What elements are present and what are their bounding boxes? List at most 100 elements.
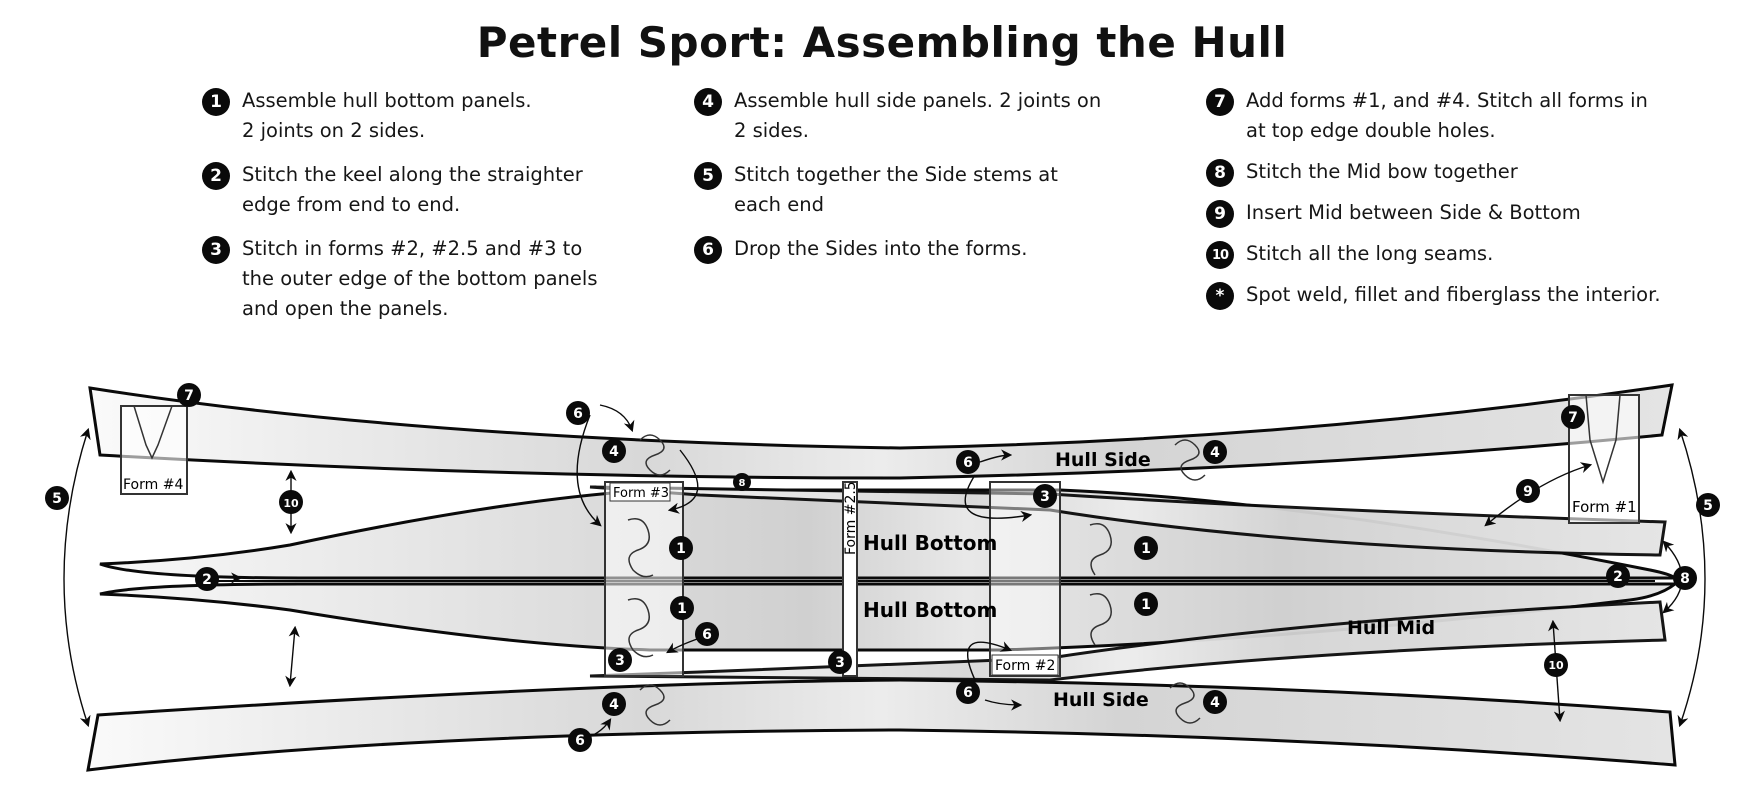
- svg-text:10: 10: [1548, 659, 1564, 672]
- hull-side-bottom-label: Hull Side: [1053, 689, 1149, 711]
- form-4-notch: [133, 405, 173, 460]
- hull-bottom-upper-label: Hull Bottom: [863, 531, 997, 555]
- callout-1-a: 1: [669, 536, 693, 560]
- joint-side-right-top: [1174, 439, 1206, 481]
- arrow-5-right: [1677, 427, 1706, 728]
- callout-4-a: 4: [602, 439, 626, 463]
- arrow-4-to-form: [667, 449, 699, 514]
- svg-text:2: 2: [202, 572, 212, 588]
- step-text: Stitch the Mid bow together: [1246, 160, 1518, 183]
- joint-side-left-top: [639, 434, 671, 476]
- callout-5-left: 5: [45, 486, 69, 510]
- step-7: 7 Add forms #1, and #4. Stitch all forms…: [1206, 86, 1746, 146]
- svg-text:6: 6: [702, 627, 712, 643]
- svg-text:4: 4: [1210, 445, 1220, 461]
- joint-side-left-bottom: [639, 684, 671, 726]
- callout-5-right: 5: [1696, 493, 1720, 517]
- step-marker: 4: [694, 88, 722, 116]
- arrow-6-upper-right-loop: [964, 474, 1033, 522]
- callout-9: 9: [1516, 479, 1540, 503]
- arrow-unlabeled-left: [285, 625, 300, 688]
- hull-mid-upper-panel: [589, 485, 1667, 557]
- arrow-6-upper-left: [576, 414, 602, 527]
- step-3: 3 Stitch in forms #2, #2.5 and #3 to the…: [202, 234, 622, 324]
- steps-column-2: 4 Assemble hull side panels. 2 joints on…: [694, 86, 1134, 278]
- callout-1-b: 1: [670, 596, 694, 620]
- callout-4-d: 4: [1203, 690, 1227, 714]
- step-text: Insert Mid between Side & Bottom: [1246, 201, 1581, 224]
- callout-2-right: 2: [1606, 564, 1630, 588]
- asterisk-icon: *: [1206, 282, 1234, 310]
- svg-text:9: 9: [1523, 484, 1533, 500]
- step-5: 5 Stitch together the Side stems at each…: [694, 160, 1134, 220]
- form-1-label: Form #1: [1572, 498, 1637, 516]
- step-marker: 1: [202, 88, 230, 116]
- svg-text:3: 3: [835, 655, 845, 671]
- svg-text:8: 8: [1680, 571, 1690, 587]
- form-4: [120, 405, 188, 495]
- steps-column-1: 1 Assemble hull bottom panels. 2 joints …: [202, 86, 622, 338]
- svg-text:6: 6: [963, 455, 973, 471]
- step-marker: 5: [694, 162, 722, 190]
- svg-text:5: 5: [52, 491, 62, 507]
- svg-text:3: 3: [1040, 489, 1050, 505]
- hull-side-bottom-panel: [86, 678, 1677, 772]
- step-text: Drop the Sides into the forms.: [734, 237, 1028, 260]
- arrow-6-bottom-right: [984, 699, 1023, 711]
- form-2-label: Form #2: [995, 658, 1055, 674]
- hull-bottom-lower-label: Hull Bottom: [863, 598, 997, 622]
- callouts: 7 7 5 5 10 10 2 2 8 8 9 6 6 6 6 6 4 4 4 …: [45, 383, 1720, 752]
- step-10: 10 Stitch all the long seams.: [1206, 239, 1746, 269]
- step-1: 1 Assemble hull bottom panels. 2 joints …: [202, 86, 622, 146]
- arrow-6-lower-right-loop: [966, 641, 1013, 681]
- form-3-label-box: [609, 482, 671, 502]
- callout-3-a: 3: [1033, 484, 1057, 508]
- step-8: 8 Stitch the Mid bow together: [1206, 157, 1746, 187]
- step-text: Assemble hull bottom panels. 2 joints on…: [242, 89, 532, 142]
- callout-8-top: 8: [733, 473, 751, 491]
- step-marker: 9: [1206, 200, 1234, 228]
- callout-7-left: 7: [177, 383, 201, 407]
- svg-text:10: 10: [283, 497, 299, 510]
- step-marker: 10: [1206, 241, 1234, 269]
- callout-10-left: 10: [279, 490, 303, 514]
- hull-side-top-label: Hull Side: [1055, 449, 1151, 471]
- hull-mid-label: Hull Mid: [1347, 617, 1435, 639]
- step-text: Stitch together the Side stems at each e…: [734, 163, 1058, 216]
- svg-text:8: 8: [739, 478, 746, 489]
- step-marker: 6: [694, 236, 722, 264]
- joint-bottom-right-lower: [1089, 593, 1112, 646]
- diagram-title: Petrel Sport: Assembling the Hull: [476, 18, 1288, 67]
- step-2: 2 Stitch the keel along the straighter e…: [202, 160, 622, 220]
- step-marker: 3: [202, 236, 230, 264]
- callout-4-c: 4: [602, 692, 626, 716]
- step-text: Assemble hull side panels. 2 joints on 2…: [734, 89, 1102, 142]
- callout-6-c: 6: [695, 622, 719, 646]
- form-3: [604, 481, 684, 677]
- callout-1-c: 1: [1134, 536, 1158, 560]
- callout-7-right: 7: [1561, 405, 1585, 429]
- svg-text:1: 1: [1141, 541, 1151, 557]
- svg-text:1: 1: [676, 541, 686, 557]
- svg-text:6: 6: [573, 406, 583, 422]
- form-2-5-label: Form #2.5: [843, 481, 859, 555]
- svg-text:4: 4: [1210, 695, 1220, 711]
- step-marker: 7: [1206, 88, 1234, 116]
- joint-bottom-right-upper: [1089, 523, 1112, 576]
- arrow-6-upper-right: [979, 449, 1013, 463]
- step-6: 6 Drop the Sides into the forms.: [694, 234, 1134, 264]
- svg-text:5: 5: [1703, 498, 1713, 514]
- form-2-label-box: [991, 654, 1059, 676]
- callout-2-left: 2: [195, 567, 219, 591]
- joint-bottom-left-upper: [627, 518, 654, 578]
- svg-text:3: 3: [615, 653, 625, 669]
- svg-text:4: 4: [609, 444, 619, 460]
- step-text: Stitch the keel along the straighter edg…: [242, 163, 583, 216]
- step-marker: 8: [1206, 159, 1234, 187]
- callout-6-e: 6: [568, 728, 592, 752]
- arrow-5-left: [63, 427, 91, 728]
- svg-text:1: 1: [677, 601, 687, 617]
- hull-mid-lower-panel: [589, 600, 1667, 682]
- puzzle-joints: [627, 434, 1206, 726]
